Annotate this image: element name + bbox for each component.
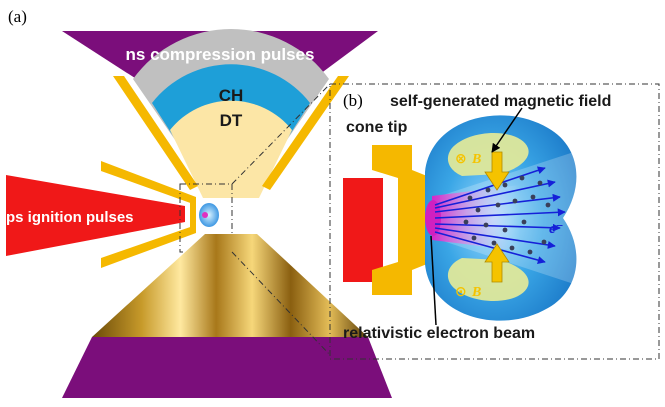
electron-beam-glow [432, 185, 520, 251]
small-beam-spot [202, 212, 208, 218]
electron-dot [527, 249, 533, 255]
electron-dot [483, 222, 489, 228]
panel-b-frame [329, 83, 660, 360]
cone-tip [372, 145, 432, 295]
b-into-letter: B [471, 152, 481, 167]
electron-dot [463, 219, 469, 225]
electron-dot [521, 219, 527, 225]
electron-dot [495, 202, 501, 208]
ignition-pulses-label: ps ignition pulses [6, 209, 134, 226]
beam-arrow [434, 166, 546, 206]
guide-cone-upper [101, 161, 196, 205]
electron-label: e⁻ [549, 221, 564, 237]
field-arrow-down [484, 151, 510, 191]
electron-dot [519, 175, 525, 181]
electron-dot [545, 202, 551, 208]
electron-beam-arrows [434, 166, 566, 264]
guide-cone-lower [101, 225, 196, 268]
electron-dot [541, 239, 547, 245]
magnetic-field-lower-lobe [447, 258, 529, 301]
laser-block [343, 178, 383, 282]
electron-dot [512, 198, 518, 204]
magnetic-field-pointer [491, 107, 523, 153]
zoom-connector-top [231, 83, 331, 185]
cone-wall-upper-left [113, 76, 198, 190]
beam-arrow [434, 208, 566, 219]
ch-layer-label: CH [219, 86, 244, 105]
ignition-pulse [6, 175, 185, 256]
beam-arrow [434, 227, 556, 249]
electron-dot [502, 182, 508, 188]
guide-cone-tip-small [190, 198, 196, 232]
b-out-letter: B [471, 285, 481, 300]
magnetic-field-upper-lobe [447, 133, 529, 176]
b-out-symbol: ⊙ [455, 283, 467, 299]
lower-gold-cone [92, 234, 368, 337]
dt-layer-label: DT [220, 111, 243, 130]
b-into-symbol: ⊗ [455, 150, 467, 166]
electron-dot [485, 187, 491, 193]
bottom-compression-pulse [62, 337, 392, 398]
electron-dot [471, 235, 477, 241]
electron-dot [502, 227, 508, 233]
zoom-connector-bottom [231, 251, 331, 356]
beam-source-spot [425, 200, 441, 236]
compressed-core [170, 100, 292, 198]
beam-arrow [434, 231, 546, 264]
electron-dot [491, 240, 497, 246]
panel-b-label: (b) [343, 91, 363, 110]
electron-beam-label: relativistic electron beam [343, 325, 535, 342]
electron-dot [467, 195, 473, 201]
compression-pulses-label: ns compression pulses [126, 45, 315, 64]
panel-a-label: (a) [8, 7, 27, 26]
magnetic-field-label: self-generated magnetic field [390, 93, 611, 110]
electron-dot [537, 180, 543, 186]
beam-pointer [430, 235, 437, 326]
electron-dot [475, 207, 481, 213]
electron-dot [509, 245, 515, 251]
field-arrow-up [484, 243, 510, 283]
cone-tip-label: cone tip [346, 119, 408, 136]
beam-arrow [434, 179, 556, 209]
beam-arrow [434, 223, 561, 232]
cone-wall-upper-right [262, 76, 349, 190]
small-hotspot [199, 203, 219, 227]
electron-dot [530, 194, 536, 200]
electrons [463, 175, 551, 255]
